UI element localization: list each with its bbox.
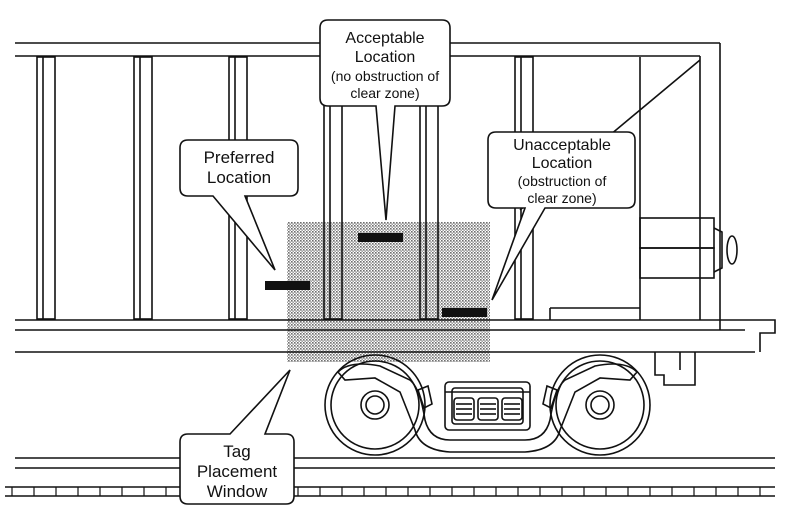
callout-unacceptable: Unacceptable Location (obstruction of cl… <box>488 132 635 300</box>
rail-ties <box>12 487 760 496</box>
tag-placement-window <box>287 222 490 362</box>
callout-unacceptable-line-4: clear zone) <box>527 190 596 206</box>
callout-window-line-3: Window <box>207 482 268 501</box>
callout-window-line-2: Placement <box>197 462 278 481</box>
callout-unacceptable-line-2: Location <box>532 155 593 172</box>
callout-acceptable-line-2: Location <box>355 49 416 66</box>
callout-preferred-line-2: Location <box>207 168 271 187</box>
truck-assembly <box>325 355 650 455</box>
track <box>5 458 775 496</box>
tag-preferred <box>265 281 310 290</box>
callout-unacceptable-line-1: Unacceptable <box>513 137 611 154</box>
callout-window-line-1: Tag <box>223 442 250 461</box>
tag-acceptable <box>358 233 403 242</box>
callout-acceptable-line-3: (no obstruction of <box>331 68 439 84</box>
tag-unacceptable <box>442 308 487 317</box>
callout-acceptable: Acceptable Location (no obstruction of c… <box>320 20 450 220</box>
callout-preferred: Preferred Location <box>180 140 298 270</box>
callout-acceptable-line-4: clear zone) <box>350 85 419 101</box>
callout-window: Tag Placement Window <box>180 370 294 504</box>
callout-acceptable-line-1: Acceptable <box>345 30 424 47</box>
callout-preferred-line-1: Preferred <box>204 148 275 167</box>
callout-unacceptable-line-3: (obstruction of <box>518 173 607 189</box>
